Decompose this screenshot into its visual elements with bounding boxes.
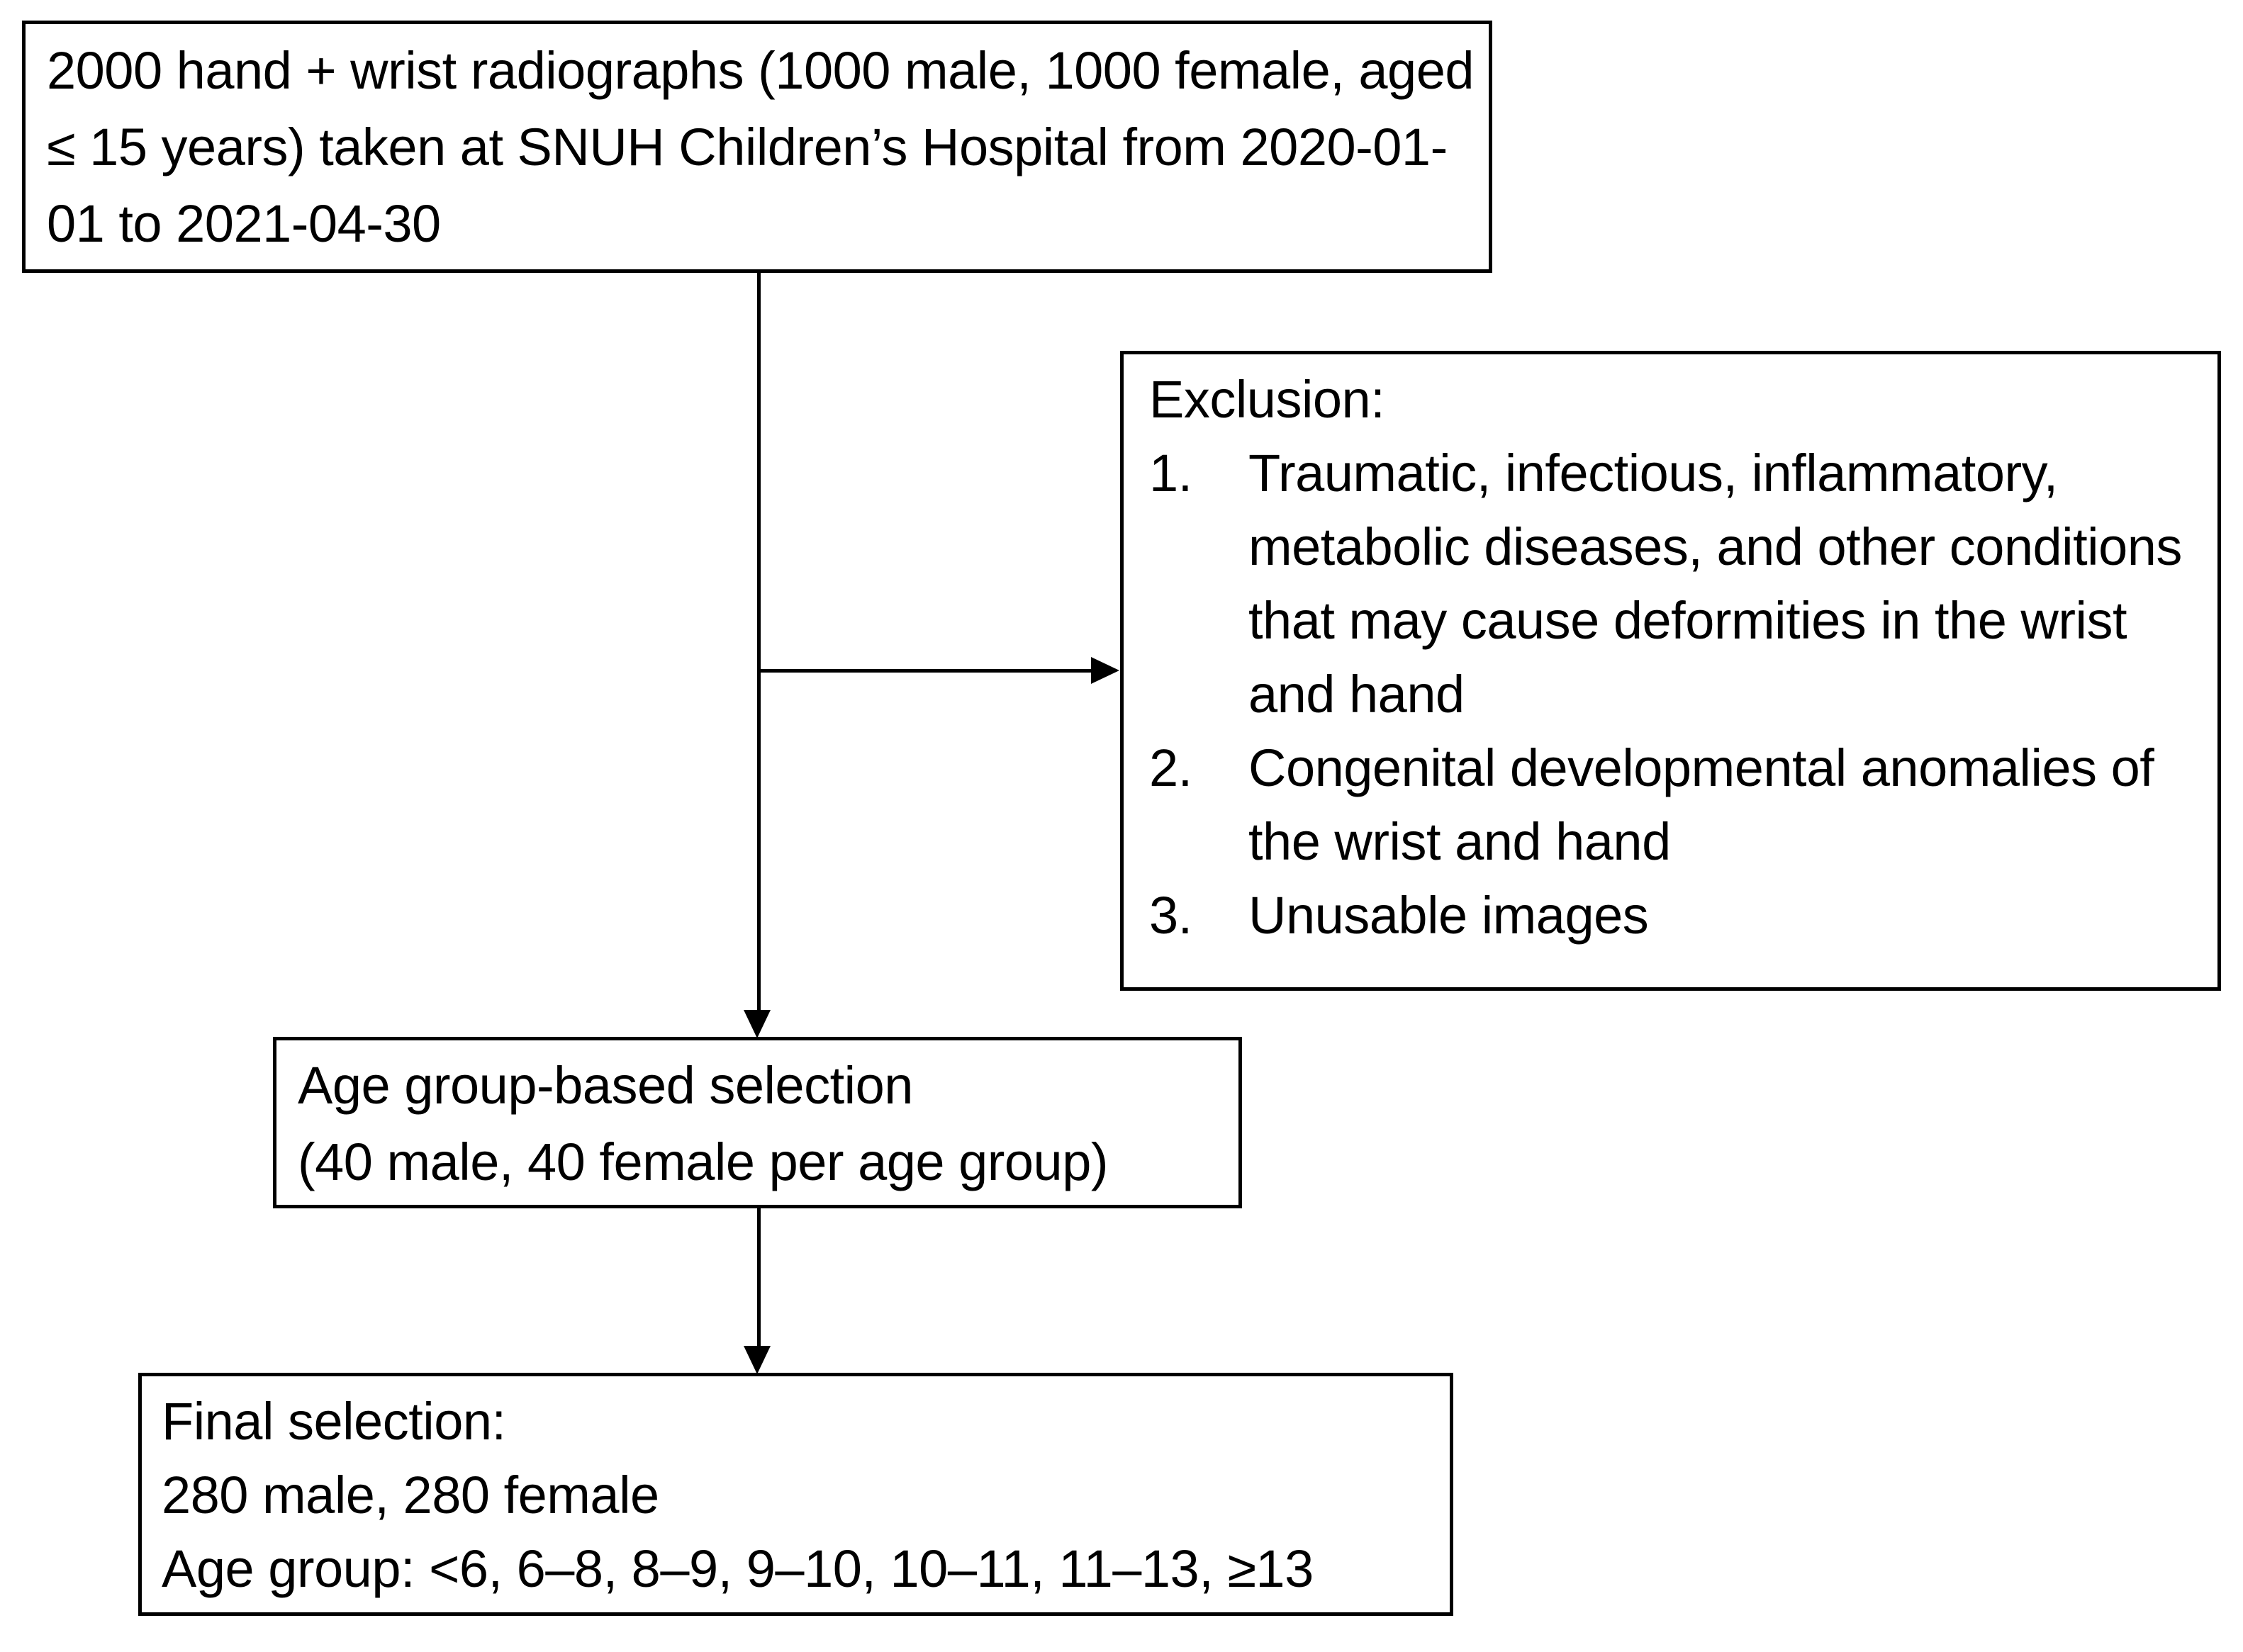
exclusion-item-text: Traumatic, infectious, inflammatory, met… xyxy=(1248,444,2182,724)
connector-source-to-age-group-line xyxy=(757,273,761,1010)
exclusion-list: 1. Traumatic, infectious, inflammatory, … xyxy=(1149,437,2206,953)
exclusion-item-number: 1. xyxy=(1149,444,1192,502)
source-cohort-text: 2000 hand + wrist radiographs (1000 male… xyxy=(47,41,1489,253)
arrow-right-icon-source-to-exclusion xyxy=(1091,657,1119,684)
exclusion-title: Exclusion: xyxy=(1149,370,1385,429)
exclusion-list-item: 1. Traumatic, infectious, inflammatory, … xyxy=(1149,437,2206,731)
connector-age-group-to-final-line xyxy=(757,1208,761,1346)
arrow-down-icon-source-to-age-group xyxy=(744,1010,771,1038)
exclusion-list-item: 2. Congenital developmental anomalies of… xyxy=(1149,731,2206,879)
flow-box-final-selection: Final selection: 280 male, 280 female Ag… xyxy=(138,1373,1453,1616)
flow-box-age-group-selection: Age group-based selection (40 male, 40 f… xyxy=(273,1037,1242,1208)
exclusion-item-number: 2. xyxy=(1149,738,1192,797)
exclusion-item-number: 3. xyxy=(1149,886,1192,945)
final-selection-text: Final selection: 280 male, 280 female Ag… xyxy=(162,1392,1314,1598)
flow-box-exclusion-criteria: Exclusion: 1. Traumatic, infectious, inf… xyxy=(1120,351,2221,991)
arrow-down-icon-age-group-to-final xyxy=(744,1346,771,1374)
exclusion-list-item: 3. Unusable images xyxy=(1149,879,2206,953)
exclusion-item-text: Unusable images xyxy=(1248,886,1649,945)
age-group-selection-text: Age group-based selection (40 male, 40 f… xyxy=(298,1056,1109,1191)
exclusion-item-text: Congenital developmental anomalies of th… xyxy=(1248,738,2154,871)
connector-source-to-exclusion-line xyxy=(757,669,1092,673)
flow-box-source-cohort: 2000 hand + wrist radiographs (1000 male… xyxy=(22,21,1492,273)
